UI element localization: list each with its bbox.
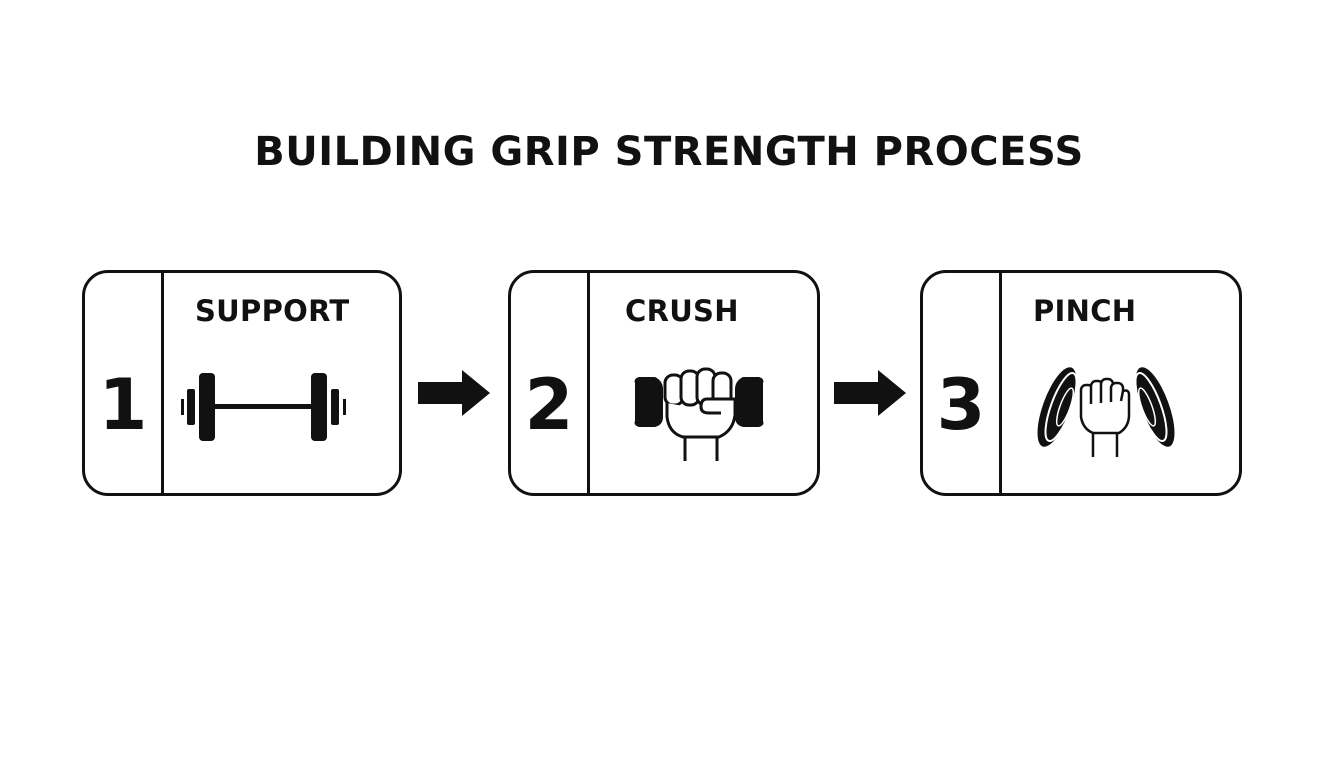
barbell-icon — [181, 373, 346, 441]
step-crush: 2 CRUSH — [508, 270, 820, 496]
step-label: PINCH — [1033, 294, 1137, 328]
fist-gripping-dumbbell-icon — [634, 367, 764, 461]
step-number: 2 — [524, 364, 574, 446]
step-label: CRUSH — [625, 294, 739, 328]
step-divider — [161, 273, 164, 493]
diagram-title: BUILDING GRIP STRENGTH PROCESS — [254, 129, 1084, 175]
step-label: SUPPORT — [195, 294, 350, 328]
step-divider — [587, 273, 590, 493]
right-arrow-icon — [834, 370, 906, 416]
step-support: 1 SUPPORT — [82, 270, 402, 496]
step-pinch: 3 PINCH — [920, 270, 1242, 496]
step-number: 3 — [936, 364, 986, 446]
step-number: 1 — [98, 364, 148, 446]
step-divider — [999, 273, 1002, 493]
hand-pinching-plates-icon — [1037, 367, 1175, 457]
right-arrow-icon — [418, 370, 490, 416]
